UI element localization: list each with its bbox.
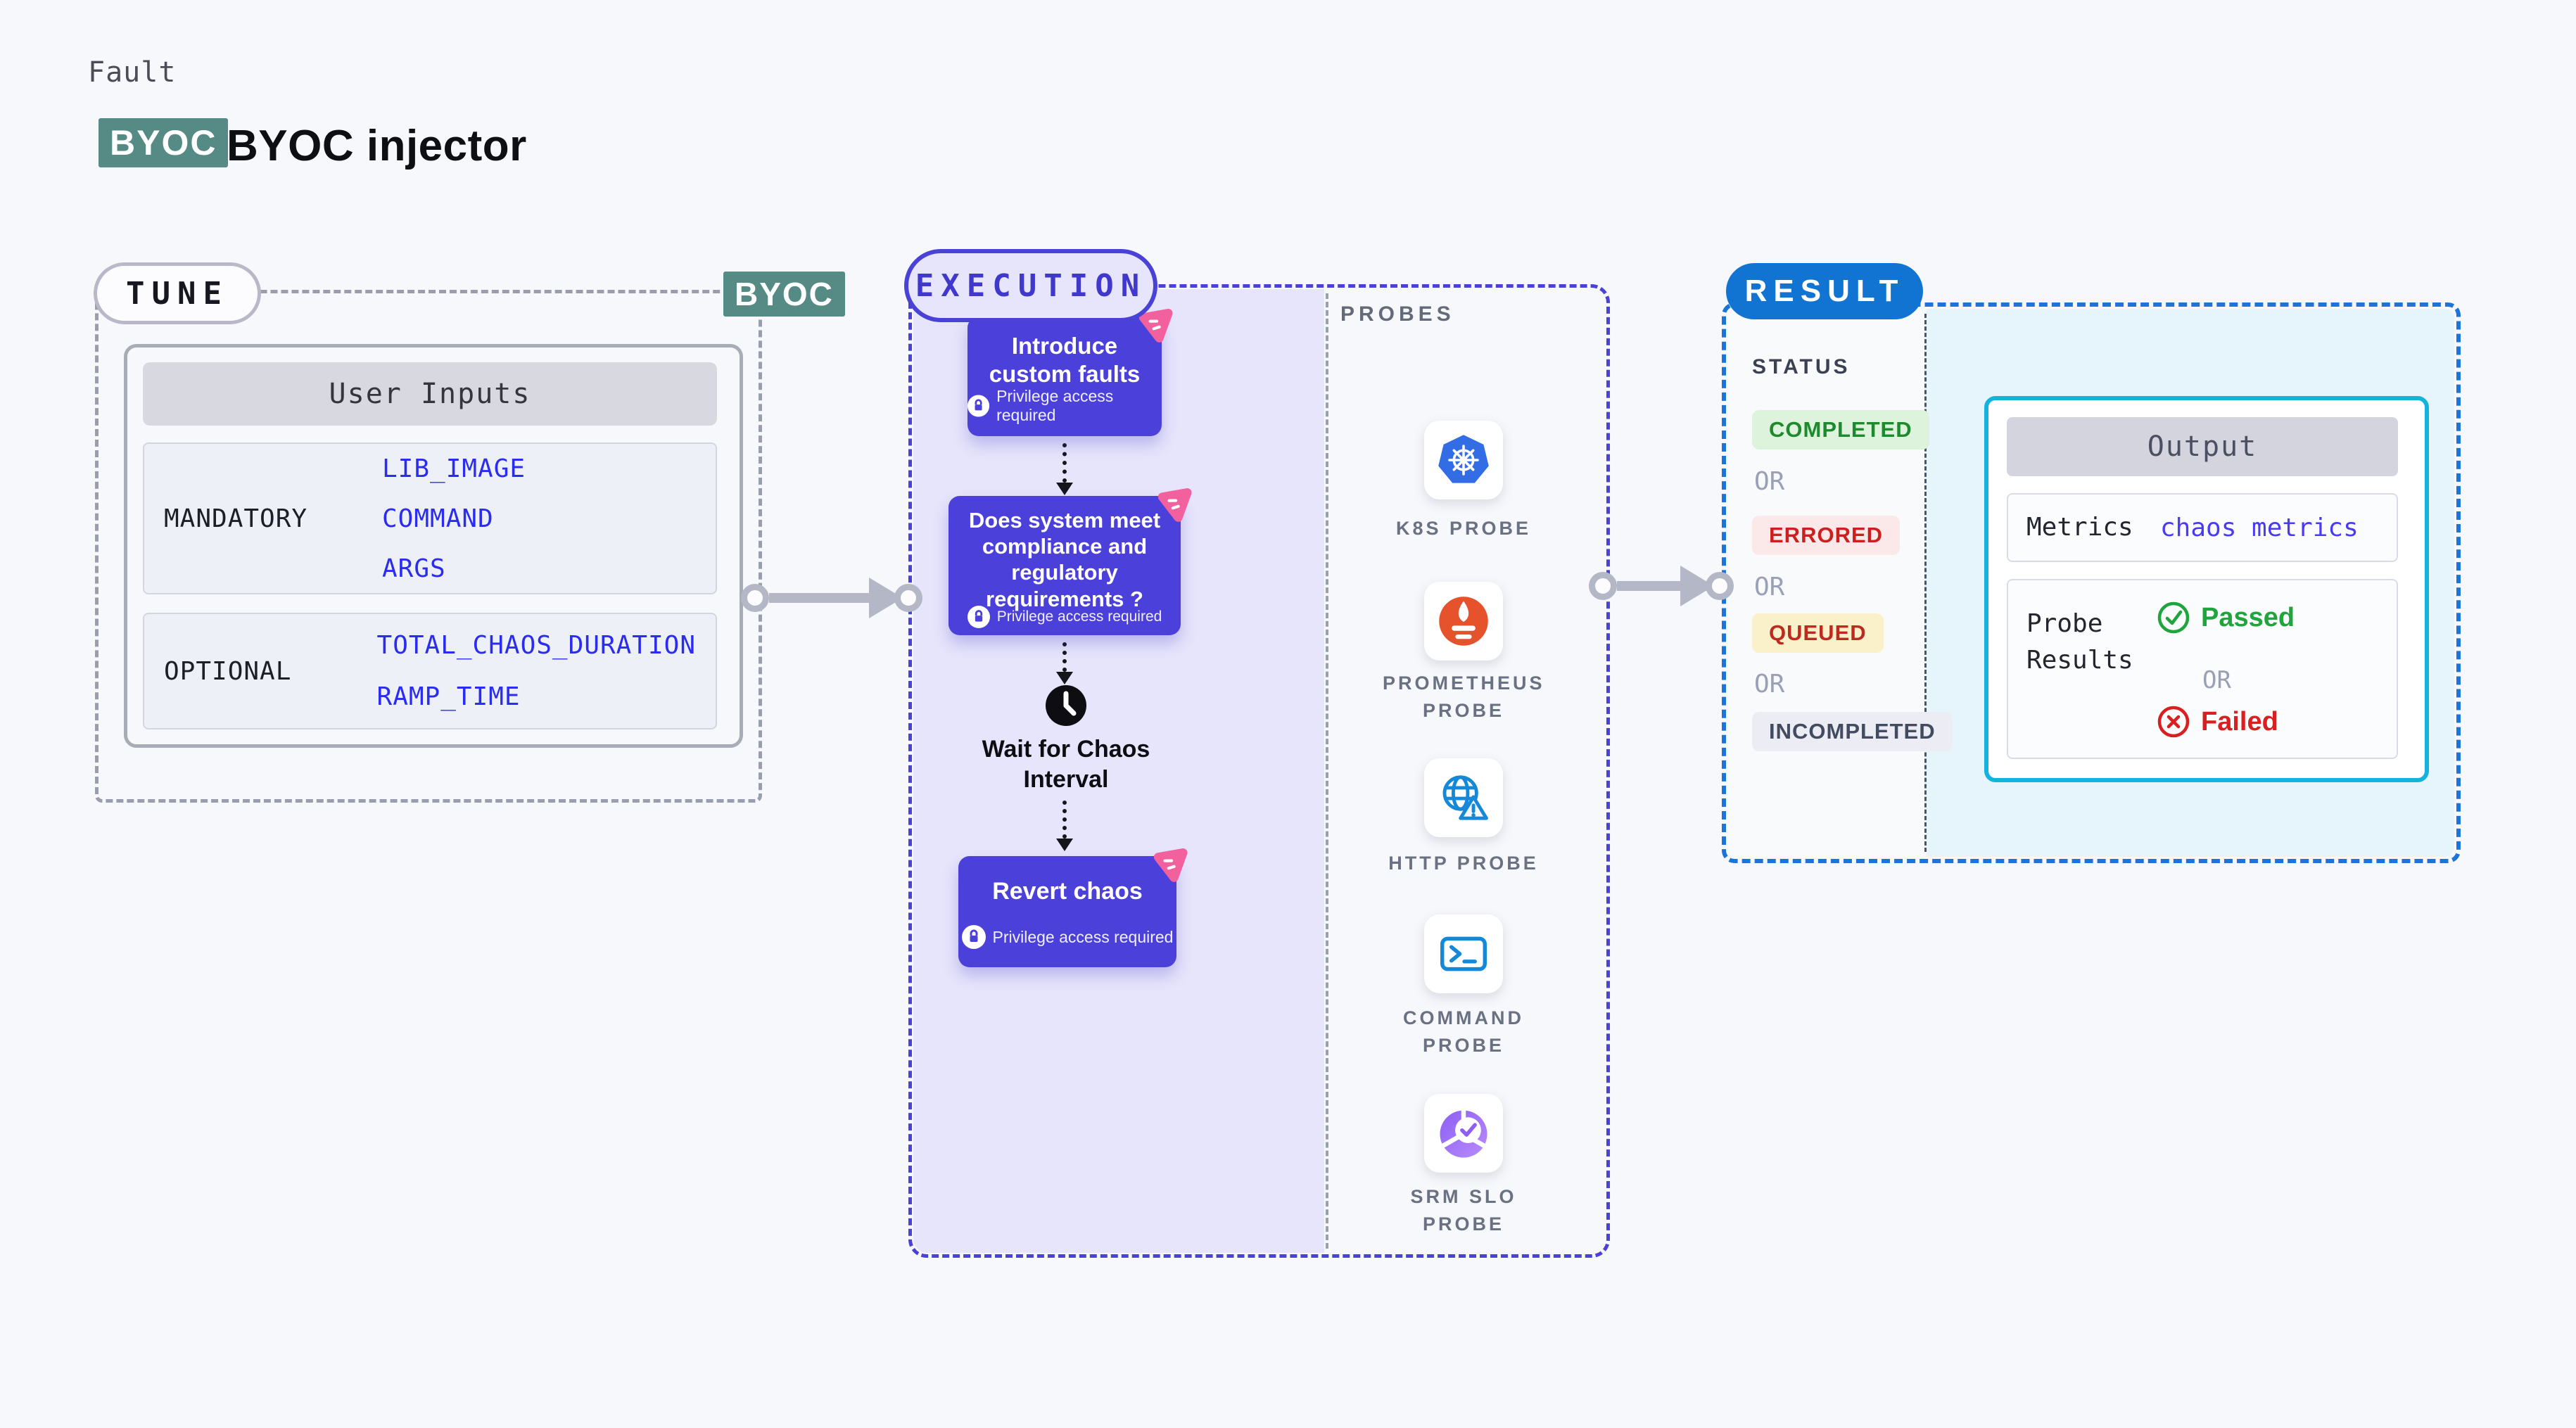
result-divider bbox=[1924, 314, 1927, 852]
or-label: OR bbox=[2202, 666, 2231, 694]
step-revert-chaos: Revert chaos Privilege access required bbox=[958, 848, 1188, 967]
tune-to-execution-arrow bbox=[741, 578, 922, 618]
input-lib-image: LIB_IMAGE bbox=[382, 454, 526, 483]
status-badge-completed: COMPLETED bbox=[1752, 410, 1929, 450]
optional-row: OPTIONAL TOTAL_CHAOS_DURATION RAMP_TIME bbox=[143, 613, 717, 729]
probe-label-prometheus: PROMETHEUS PROBE bbox=[1383, 672, 1545, 722]
metrics-label: Metrics bbox=[2026, 512, 2133, 542]
tune-byoc-badge: BYOC bbox=[723, 272, 845, 317]
flow-arrow-head bbox=[1056, 483, 1073, 495]
probe-results-row: Probe Results Passed OR Failed bbox=[2007, 579, 2398, 759]
user-inputs-card: User Inputs MANDATORY LIB_IMAGE COMMAND … bbox=[124, 344, 743, 748]
input-args: ARGS bbox=[382, 554, 446, 583]
lock-icon bbox=[967, 395, 990, 417]
probe-label-k8s: K8S PROBE bbox=[1395, 518, 1532, 539]
flow-connector bbox=[1062, 801, 1067, 839]
mandatory-row: MANDATORY LIB_IMAGE COMMAND ARGS bbox=[143, 442, 717, 594]
connector-dot bbox=[741, 584, 769, 612]
status-badge-queued: QUEUED bbox=[1752, 613, 1884, 653]
prometheus-probe-tile bbox=[1424, 582, 1503, 661]
connector-dot bbox=[1589, 572, 1617, 600]
connector-dot bbox=[1706, 572, 1734, 600]
flow-connector bbox=[1062, 642, 1067, 672]
input-total-chaos-duration: TOTAL_CHAOS_DURATION bbox=[376, 631, 696, 660]
input-ramp-time: RAMP_TIME bbox=[376, 682, 521, 711]
tune-section-border bbox=[95, 290, 762, 803]
connector-dot bbox=[894, 584, 922, 612]
execution-to-result-arrow bbox=[1589, 566, 1734, 606]
execution-pill: EXECUTION bbox=[904, 249, 1157, 322]
execution-probes-divider bbox=[1326, 293, 1328, 1249]
status-badge-incompleted: INCOMPLETED bbox=[1752, 712, 1953, 751]
mandatory-label: MANDATORY bbox=[164, 504, 308, 533]
step-title: Introduce custom faults bbox=[989, 333, 1141, 387]
command-probe-tile bbox=[1424, 914, 1503, 993]
privilege-row: Privilege access required bbox=[948, 606, 1181, 628]
optional-label: OPTIONAL bbox=[164, 656, 292, 686]
srm-slo-probe-tile bbox=[1424, 1094, 1503, 1173]
clock-icon bbox=[1046, 685, 1086, 726]
result-pill: RESULT bbox=[1726, 263, 1923, 319]
lock-icon bbox=[961, 925, 986, 949]
failed-label: Failed bbox=[2201, 706, 2278, 737]
probes-heading: PROBES bbox=[1340, 302, 1455, 326]
passed-result: Passed bbox=[2157, 601, 2295, 634]
terminal-icon bbox=[1440, 936, 1487, 971]
fault-kicker: Fault bbox=[88, 56, 177, 89]
probe-label-srm-slo: SRM SLO PROBE bbox=[1410, 1186, 1517, 1235]
metrics-row: Metrics chaos metrics bbox=[2007, 493, 2398, 562]
page-title: BYOC injector bbox=[227, 122, 527, 170]
status-zone bbox=[1728, 309, 1924, 857]
step-title: Revert chaos bbox=[992, 878, 1143, 905]
prometheus-icon bbox=[1439, 597, 1488, 646]
user-inputs-header: User Inputs bbox=[143, 362, 717, 426]
execution-lavender-zone bbox=[913, 289, 1324, 1253]
execution-section-border bbox=[908, 284, 1610, 1258]
http-probe-tile bbox=[1424, 758, 1503, 837]
privilege-row: Privilege access required bbox=[967, 387, 1162, 425]
status-heading: STATUS bbox=[1752, 355, 1851, 378]
chaos-litmus-icon bbox=[1153, 848, 1188, 882]
step-title: Does system meet compliance and regulato… bbox=[968, 508, 1161, 611]
probe-results-label: Probe Results bbox=[2026, 609, 2133, 675]
kubernetes-icon bbox=[1438, 435, 1489, 483]
chaos-litmus-icon bbox=[1157, 487, 1192, 522]
flow-arrow-head bbox=[1056, 839, 1073, 851]
tune-pill: TUNE bbox=[94, 262, 261, 324]
failed-result: Failed bbox=[2157, 706, 2278, 738]
slo-donut-check-icon bbox=[1440, 1107, 1487, 1158]
globe-warning-icon bbox=[1442, 775, 1488, 820]
or-label: OR bbox=[1754, 670, 1785, 699]
input-command: COMMAND bbox=[382, 504, 494, 533]
privilege-label: Privilege access required bbox=[996, 608, 1162, 625]
privilege-label: Privilege access required bbox=[992, 927, 1174, 946]
output-card: Output Metrics chaos metrics Probe Resul… bbox=[1984, 396, 2429, 782]
or-label: OR bbox=[1754, 467, 1785, 496]
step-introduce-custom-faults: Introduce custom faults Privilege access… bbox=[967, 308, 1173, 436]
or-label: OR bbox=[1754, 573, 1785, 601]
lock-icon bbox=[967, 606, 990, 628]
x-circle-icon bbox=[2157, 706, 2190, 738]
privilege-label: Privilege access required bbox=[996, 387, 1114, 424]
step-compliance-check: Does system meet compliance and regulato… bbox=[948, 487, 1192, 635]
chaos-litmus-icon bbox=[1138, 308, 1173, 343]
privilege-row: Privilege access required bbox=[958, 925, 1176, 949]
byoc-logo-badge: BYOC bbox=[99, 118, 229, 167]
passed-label: Passed bbox=[2201, 602, 2295, 632]
wait-chaos-interval-label: Wait for Chaos Interval bbox=[982, 736, 1150, 793]
probe-label-command: COMMAND PROBE bbox=[1403, 1007, 1524, 1057]
status-badge-errored: ERRORED bbox=[1752, 516, 1901, 555]
check-circle-icon bbox=[2157, 601, 2190, 634]
output-header: Output bbox=[2007, 417, 2398, 476]
flow-arrow-head bbox=[1056, 672, 1073, 684]
flow-connector bbox=[1062, 443, 1067, 483]
probe-label-http: HTTP PROBE bbox=[1388, 853, 1539, 874]
k8s-probe-tile bbox=[1424, 421, 1503, 499]
metrics-value: chaos metrics bbox=[2160, 513, 2359, 542]
